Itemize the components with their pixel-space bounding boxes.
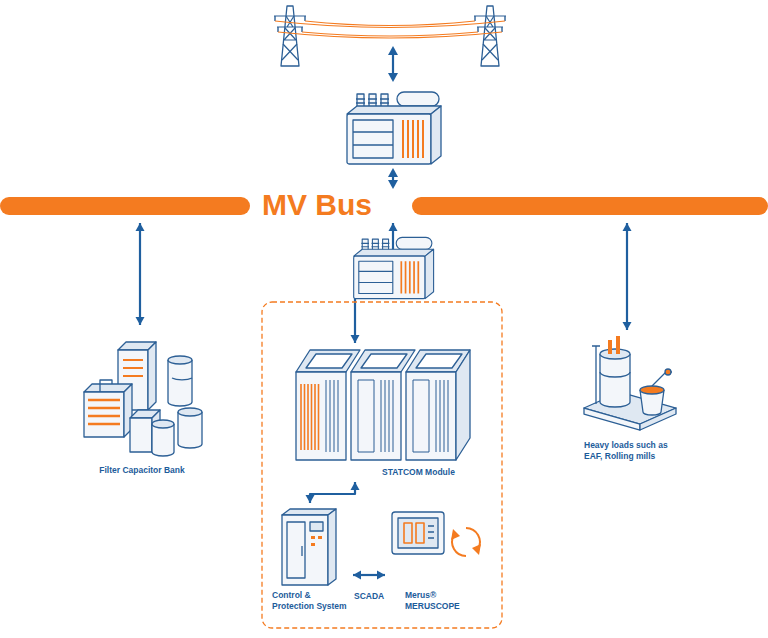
equipment-node: Merus® MERUSCOPE	[385, 503, 485, 614]
control-cabinet-icon	[282, 509, 336, 585]
connector-line	[626, 223, 628, 330]
arrow-head	[353, 571, 361, 580]
main-transformer	[347, 92, 441, 164]
equipment-node: Heavy loads such as EAF, Rolling mills	[578, 330, 690, 466]
arrow-head	[389, 223, 398, 231]
equipment-label: STATCOM Module	[382, 467, 455, 478]
equipment-label: Merus® MERUSCOPE	[405, 590, 467, 612]
connector-line	[139, 223, 141, 325]
bus-bar	[0, 189, 768, 221]
equipment-label: Heavy loads such as EAF, Rolling mills	[584, 440, 676, 462]
electric-arc-furnace-icon	[584, 336, 676, 430]
arrow-head	[306, 495, 315, 503]
connector-arrow	[136, 223, 145, 325]
connector-line	[310, 482, 355, 503]
transmission-tower	[274, 6, 306, 66]
equipment-node: Filter Capacitor Bank	[72, 325, 214, 478]
arrow-head	[351, 482, 360, 490]
equipment-label: Filter Capacitor Bank	[72, 465, 212, 476]
arrow-head	[377, 571, 385, 580]
arrow-head	[623, 322, 632, 330]
equipment-node: Control & Protection System	[270, 503, 353, 614]
transmission-tower	[474, 6, 506, 66]
equipment-node: STATCOM Module	[290, 343, 475, 482]
arrow-head	[351, 335, 360, 343]
connector-label: SCADA	[352, 591, 386, 602]
connector-arrow	[306, 482, 360, 503]
bus-band: MV Bus	[0, 189, 768, 223]
connector-arrow	[623, 223, 632, 330]
statcom-transformer	[354, 237, 434, 298]
arrow-head	[136, 223, 145, 231]
meruscope-panel-icon	[392, 512, 481, 556]
connector-arrow	[353, 571, 385, 580]
arrow-head	[136, 317, 145, 325]
power-line	[275, 21, 505, 38]
statcom-cabinets	[296, 350, 470, 460]
bus-bar-segment	[0, 197, 250, 215]
statcom-system-boundary	[262, 302, 502, 628]
equipment-label: Control & Protection System	[272, 590, 351, 612]
arrow-head	[623, 223, 632, 231]
bus-bar-segment	[412, 197, 768, 215]
bus-label: MV Bus	[258, 189, 376, 221]
filter-capacitor-bank-icon	[84, 342, 202, 456]
